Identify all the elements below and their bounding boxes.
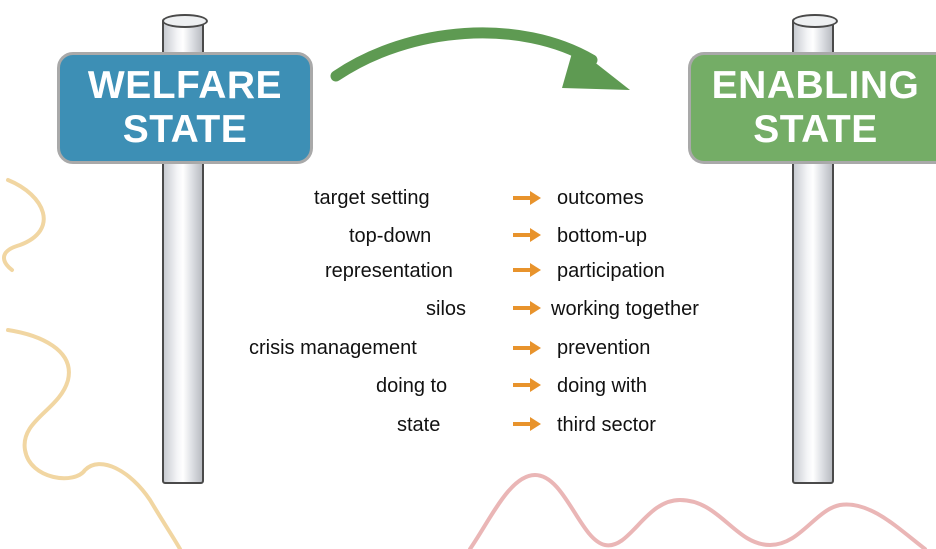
shift-to-0: outcomes [557, 187, 644, 209]
enabling-sign-line2: STATE [753, 108, 878, 151]
right-arrow-icon [513, 417, 541, 431]
shift-to-4: prevention [557, 337, 651, 359]
shift-from-1: top-down [349, 225, 432, 247]
welfare-sign-line2: STATE [122, 108, 248, 151]
shift-from-5: doing to [376, 375, 448, 397]
right-arrow-icon [513, 378, 541, 392]
shift-from-6: state [397, 414, 441, 436]
pink-squiggle [468, 472, 927, 549]
right-arrow-icon [513, 191, 541, 205]
yellow-squiggle-top [2, 178, 46, 272]
welfare-state-sign: WELFARE STATE [57, 52, 313, 164]
shift-to-2: participation [557, 260, 665, 282]
right-arrow-icon [513, 301, 541, 315]
shift-from-4: crisis management [249, 337, 417, 359]
enabling-sign-line1: ENABLING [711, 64, 920, 108]
yellow-squiggle-bottom [6, 328, 182, 549]
shift-to-1: bottom-up [557, 225, 648, 247]
shift-to-5: doing with [557, 375, 648, 397]
welfare-sign-line1: WELFARE [87, 64, 283, 108]
enabling-state-sign: ENABLING STATE [688, 52, 936, 164]
shift-from-2: representation [325, 260, 453, 282]
shift-to-3: working together [551, 298, 699, 320]
right-arrow-icon [513, 341, 541, 355]
shift-from-3: silos [426, 298, 467, 320]
right-arrow-icon [513, 263, 541, 277]
shift-to-6: third sector [557, 414, 656, 436]
right-arrow-icon [513, 228, 541, 242]
curved-arrow-icon [330, 27, 630, 90]
shift-from-0: target setting [314, 187, 430, 209]
